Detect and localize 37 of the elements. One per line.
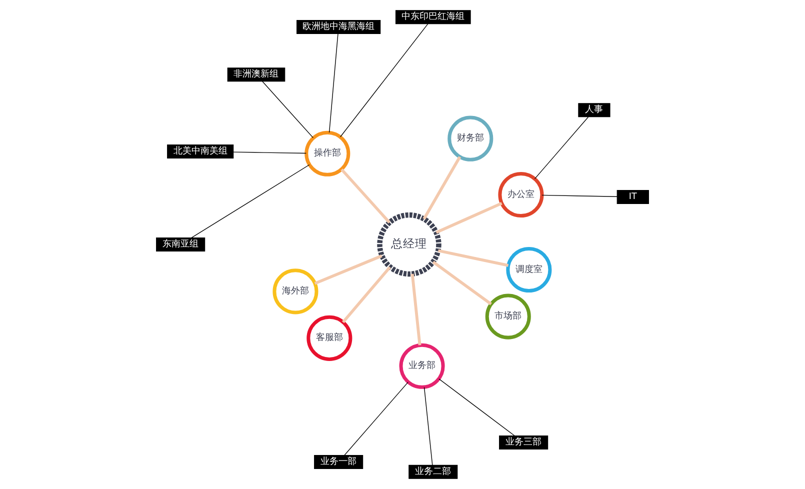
connector [432, 260, 492, 306]
connector [340, 168, 390, 224]
node-box: 业务二部 [408, 464, 458, 479]
connector [191, 164, 310, 238]
node-circle: 财务部 [448, 116, 494, 162]
node-circle: 总经理 [377, 212, 442, 277]
connector [422, 156, 462, 220]
node-circle: 客服部 [306, 315, 352, 361]
connector [314, 254, 382, 285]
node-box: 业务三部 [499, 436, 548, 450]
node-box: 人事 [578, 103, 610, 118]
connector [410, 274, 422, 346]
connector [340, 23, 428, 138]
connector [233, 152, 306, 154]
node-circle: 业务部 [399, 343, 445, 389]
connector [328, 34, 338, 133]
node-box: 业务一部 [314, 454, 364, 469]
connector [344, 382, 408, 456]
node-circle: 海外部 [272, 268, 318, 314]
node-box: 欧洲地中海黑海组 [296, 20, 381, 34]
node-box: 北美中南美组 [167, 144, 234, 158]
node-box: IT [616, 190, 649, 204]
connector [262, 81, 314, 138]
connector [342, 266, 392, 324]
node-circle: 市场部 [485, 294, 531, 340]
node-circle: 操作部 [304, 130, 350, 176]
node-circle: 办公室 [498, 172, 544, 218]
connector [436, 202, 502, 234]
node-box: 非洲澳新组 [227, 68, 286, 82]
connector [534, 116, 589, 180]
connector [542, 194, 618, 197]
node-box: 中东印巴红海组 [395, 10, 471, 24]
connector [438, 378, 515, 436]
node-box: 东南亚组 [156, 238, 206, 252]
connector [424, 386, 433, 466]
node-circle: 调度室 [506, 247, 552, 293]
connector [438, 249, 509, 267]
